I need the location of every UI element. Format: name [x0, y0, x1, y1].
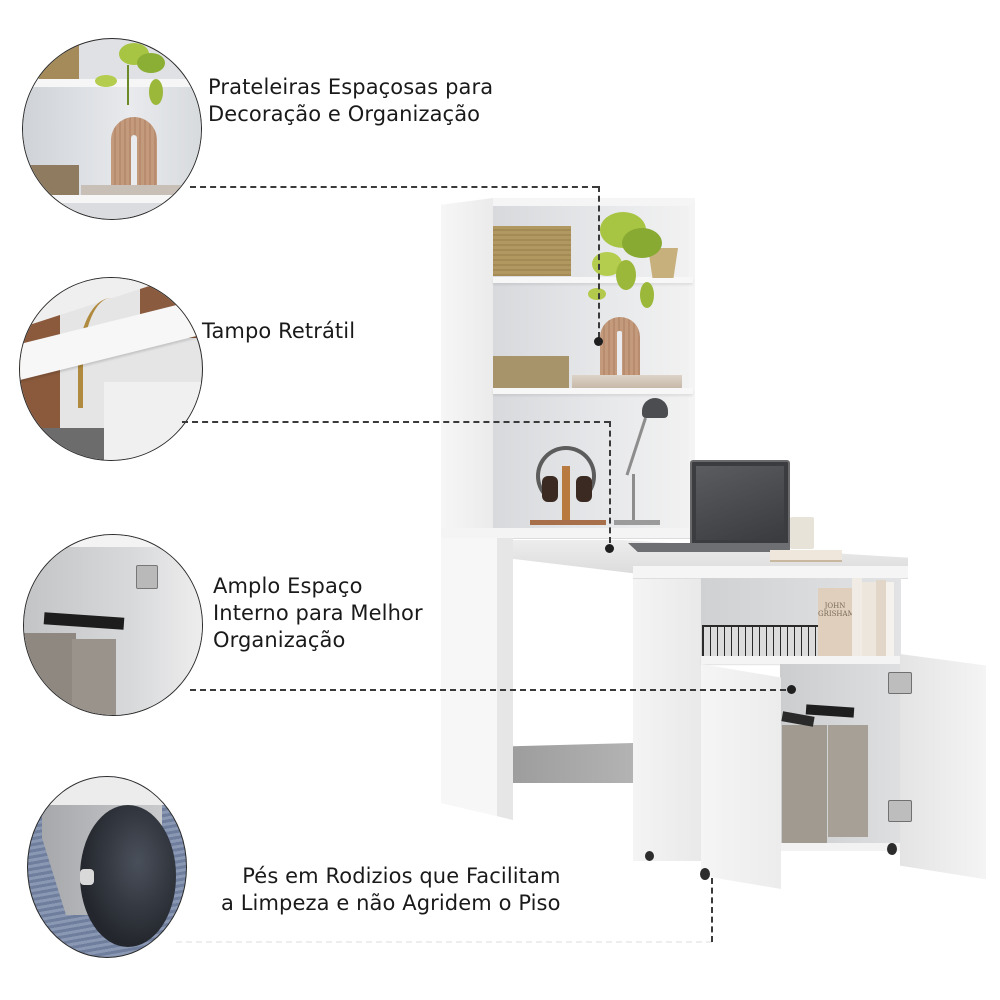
caster-detail-inset: [27, 776, 187, 958]
laptop-icon: [690, 460, 790, 546]
book-under-mug: [770, 550, 842, 562]
headphones-icon: [530, 446, 606, 525]
hutch-shelf-2: [493, 388, 693, 394]
binder-black: [805, 704, 855, 718]
laptop-base: [628, 543, 790, 552]
file-box-1: [782, 725, 827, 843]
desk-lamp-icon: [612, 398, 672, 530]
leader-line-shelves-vertical: [598, 186, 600, 338]
cabinet-top: [633, 566, 908, 578]
file-box-1: [24, 633, 76, 715]
cabinet-door-right: [900, 654, 986, 880]
mug-icon: [790, 517, 814, 549]
file-box-2: [828, 725, 868, 837]
leader-line-casters: [176, 941, 712, 943]
box-bottom-left: [23, 165, 79, 195]
hutch-right-edge: [689, 204, 695, 530]
leader-dot-internal-space: [787, 685, 796, 694]
hutch-top: [493, 198, 695, 206]
book-title: JOHN GRISHAM: [818, 602, 855, 618]
cabinet-side: [104, 382, 202, 460]
decor-plant-pot: [648, 248, 678, 278]
file-box-2: [72, 639, 116, 715]
plant-icon: [95, 43, 179, 133]
shelf-underside: [23, 203, 201, 219]
hutch-back: [493, 202, 693, 530]
inner-shelf: [54, 535, 184, 547]
leader-line-retractable-top: [182, 421, 610, 423]
cabinet-base: [28, 777, 186, 805]
floor: [20, 428, 104, 460]
caster-wheel-icon: [80, 805, 176, 947]
shelves-detail-inset: [22, 38, 202, 220]
leader-dot-retractable-top: [605, 544, 614, 553]
cabinet-bottom: [780, 843, 901, 851]
books-icon: JOHN GRISHAM: [818, 576, 896, 658]
caster-wheel-icon: [887, 843, 897, 855]
retractable-desktop: [512, 540, 908, 574]
caster-wheel-icon: [645, 851, 654, 861]
desk-rear-panel: [513, 743, 633, 783]
decor-plant: [588, 212, 672, 342]
desk-left-leg: [441, 538, 513, 820]
cabinet-middle-shelf: [701, 656, 901, 664]
leader-line-retractable-top-vertical: [609, 421, 611, 543]
decor-box-middle: [493, 356, 569, 388]
internal-space-detail-inset: [23, 534, 203, 716]
lower-shelf-board: [23, 195, 201, 203]
leader-line-shelves: [190, 186, 598, 188]
retractable-top-detail-inset: [19, 277, 203, 461]
feature-label-casters: Pés em Rodizios que Facilitam a Limpeza …: [221, 864, 561, 915]
hinge-lower-icon: [888, 800, 912, 822]
decor-books: [572, 375, 682, 388]
cabinet-side-panel: [633, 573, 701, 861]
hinge-icon: [136, 565, 158, 589]
leader-line-casters-vertical: [711, 878, 713, 942]
decor-box-top: [493, 226, 571, 276]
arch-vase: [111, 117, 157, 193]
feature-label-retractable-top: Tampo Retrátil: [202, 319, 356, 343]
cabinet-open-niche: [701, 578, 901, 658]
axle-bolt: [80, 869, 94, 885]
hutch-shelf-1: [493, 277, 693, 283]
hutch-bottom-board: [441, 528, 693, 538]
box-top-left: [39, 45, 79, 79]
hinge-upper-icon: [888, 672, 912, 694]
books-stack: [81, 185, 191, 195]
hutch-left-side: [441, 198, 493, 534]
caster-wheel-icon: [700, 868, 710, 880]
binder-black-2: [781, 711, 815, 727]
decor-arch-vase: [600, 317, 640, 375]
feature-label-internal-space: Amplo Espaço Interno para Melhor Organiz…: [213, 574, 423, 652]
cabinet-lower-interior: [780, 664, 901, 850]
cabinet-door-left: [701, 664, 781, 889]
feature-label-shelves: Prateleiras Espaçosas para Decoração e O…: [208, 75, 494, 126]
wire-basket-icon: [702, 625, 830, 659]
leader-dot-shelves: [594, 337, 603, 346]
leader-line-internal-space: [190, 689, 786, 691]
